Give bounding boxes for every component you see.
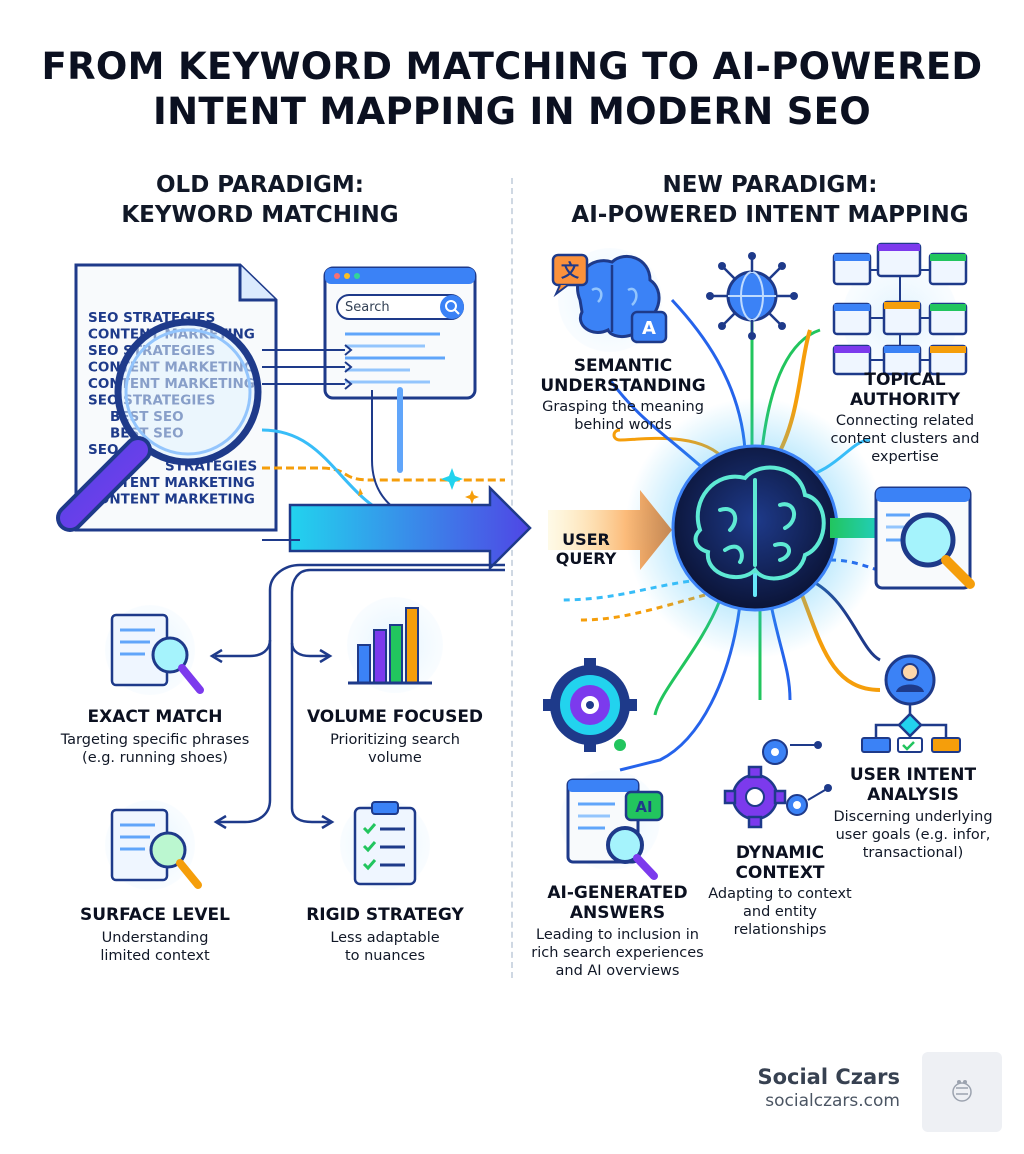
brand-name: Social Czars	[757, 1065, 900, 1089]
translate-letter: A	[642, 318, 656, 339]
volume-chart-icon	[347, 597, 443, 693]
document-keyword-line: CONTENT MARKETING	[88, 492, 255, 508]
document-keyword-line: SEO	[88, 442, 118, 458]
new-heading-line-1: NEW PARADIGM:	[662, 172, 878, 198]
magnifier-icon	[56, 318, 262, 532]
dynamic-gears-icon	[723, 739, 832, 829]
semantic-title-2: UNDERSTANDING	[540, 376, 706, 396]
new-paradigm-heading: NEW PARADIGM: AI-POWERED INTENT MAPPING	[520, 170, 1020, 230]
ai-answers-title-2: ANSWERS	[569, 903, 666, 923]
user-intent-title-2: ANALYSIS	[867, 785, 959, 805]
result-browser-magnifier-icon	[874, 486, 975, 590]
dynamic-desc: Adapting to context and entity relations…	[708, 886, 852, 938]
rigid-strategy-title: RIGID STRATEGY	[306, 905, 464, 925]
new-heading-line-2: AI-POWERED INTENT MAPPING	[571, 202, 969, 228]
user-query-line-1: USER	[562, 530, 610, 549]
title-line-2: INTENT MAPPING IN MODERN SEO	[153, 90, 871, 133]
title-line-1: FROM KEYWORD MATCHING TO AI-POWERED	[41, 45, 983, 88]
search-placeholder: Search	[345, 300, 390, 315]
keyword-connectors	[262, 344, 353, 390]
sparkle-icons	[358, 468, 479, 504]
volume-focused-desc: Prioritizing search volume	[330, 732, 460, 766]
old-heading-line-1: OLD PARADIGM:	[156, 172, 364, 198]
ai-answers-desc: Leading to inclusion in rich search expe…	[531, 927, 704, 979]
user-query-label: USER QUERY	[548, 530, 624, 568]
translate-glyph: 文	[561, 260, 580, 282]
topical-title-1: TOPICAL	[864, 370, 946, 390]
ai-badge: AI	[635, 798, 652, 816]
brand-logo	[922, 1052, 1002, 1132]
ai-brain-icon	[693, 465, 826, 597]
exact-match-icon	[105, 605, 204, 695]
page-title: FROM KEYWORD MATCHING TO AI-POWERED INTE…	[0, 44, 1024, 134]
semantic-desc: Grasping the meaning behind words	[542, 399, 704, 433]
surface-level-icon	[105, 800, 202, 890]
user-intent-flow-icon	[861, 654, 961, 753]
flow-arrow	[288, 484, 532, 572]
target-gear-icon	[543, 658, 637, 752]
exact-match-title: EXACT MATCH	[87, 707, 223, 727]
volume-focused-item: VOLUME FOCUSED Prioritizing search volum…	[300, 707, 490, 767]
topical-authority-item: TOPICAL AUTHORITY Connecting related con…	[820, 370, 990, 466]
ai-answers-title-1: AI-GENERATED	[547, 883, 688, 903]
dynamic-title-2: CONTEXT	[735, 863, 825, 883]
dynamic-context-item: DYNAMIC CONTEXT Adapting to context and …	[700, 843, 860, 939]
semantic-understanding-item: SEMANTIC UNDERSTANDING Grasping the mean…	[528, 356, 718, 434]
topical-desc: Connecting related content clusters and …	[830, 413, 980, 465]
document-keyword-line: CONTENT MARKETING	[88, 475, 255, 491]
content-cluster-icon	[832, 242, 968, 376]
old-heading-line-2: KEYWORD MATCHING	[121, 202, 399, 228]
user-intent-item: USER INTENT ANALYSIS Discerning underlyi…	[828, 765, 998, 862]
rigid-strategy-checklist-icon	[340, 800, 430, 890]
user-intent-title-1: USER INTENT	[849, 765, 977, 785]
volume-focused-title: VOLUME FOCUSED	[306, 707, 484, 727]
surface-level-item: SURFACE LEVEL Understanding limited cont…	[60, 905, 250, 965]
paradigm-divider	[511, 178, 513, 978]
user-query-line-2: QUERY	[555, 549, 617, 568]
search-browser-window	[323, 266, 477, 400]
exact-match-item: EXACT MATCH Targeting specific phrases (…	[45, 707, 265, 767]
exact-match-desc: Targeting specific phrases (e.g. running…	[60, 732, 250, 766]
rigid-strategy-desc: Less adaptable to nuances	[330, 930, 440, 964]
semantic-title-1: SEMANTIC	[573, 356, 673, 376]
old-paradigm-heading: OLD PARADIGM: KEYWORD MATCHING	[60, 170, 460, 230]
surface-level-title: SURFACE LEVEL	[79, 905, 230, 925]
brand-url: socialczars.com	[765, 1091, 900, 1111]
dynamic-title-1: DYNAMIC	[735, 843, 825, 863]
brand-block: Social Czars socialczars.com	[757, 1064, 900, 1112]
rigid-strategy-item: RIGID STRATEGY Less adaptable to nuances	[295, 905, 475, 965]
ai-answer-browser-icon	[560, 770, 664, 880]
old-tree-connectors	[209, 563, 505, 830]
topical-title-2: AUTHORITY	[849, 390, 961, 410]
semantic-brain-icon	[551, 248, 668, 352]
bee-logo-icon	[952, 1080, 972, 1102]
surface-level-desc: Understanding limited context	[100, 930, 210, 964]
ai-generated-answers-item: AI-GENERATED ANSWERS Leading to inclusio…	[525, 883, 710, 980]
orange-connector	[262, 466, 505, 482]
user-intent-desc: Discerning underlying user goals (e.g. i…	[833, 809, 993, 861]
globe-network-icon	[706, 252, 798, 340]
